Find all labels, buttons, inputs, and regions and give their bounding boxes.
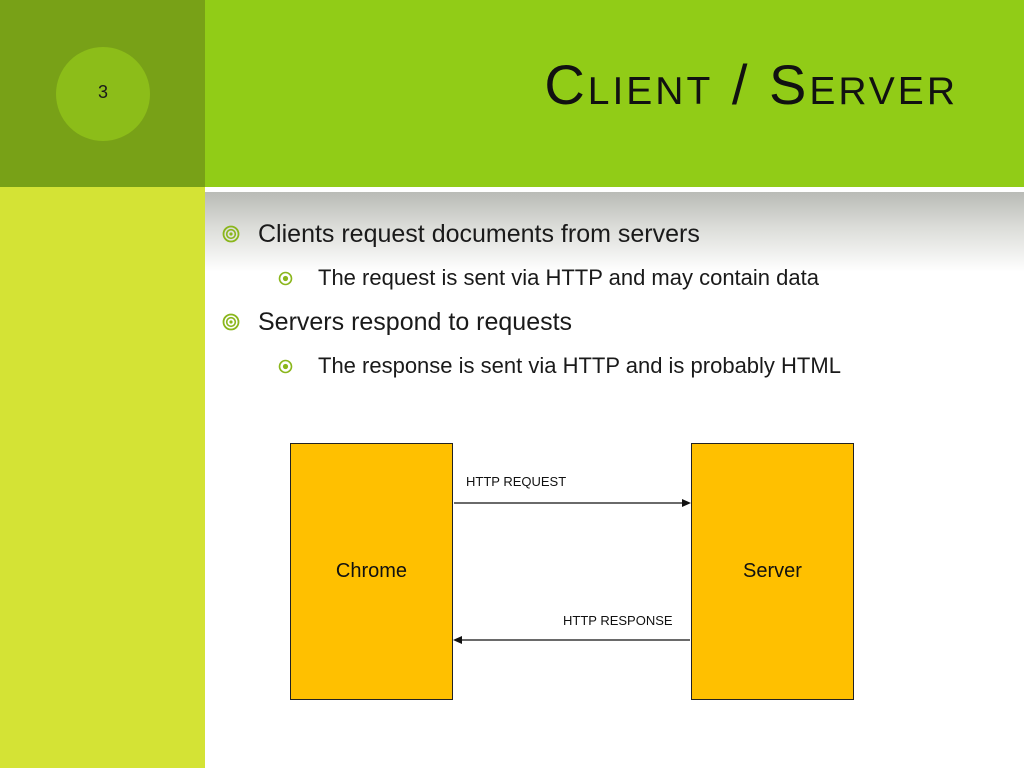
client-label: Chrome — [335, 560, 408, 582]
arrow-left-icon — [453, 636, 690, 644]
dot-ring-bullet-icon — [278, 271, 293, 286]
sub-bullet-item: The response is sent via HTTP and is pro… — [222, 344, 1002, 388]
slide-number: 3 — [97, 81, 108, 102]
request-label: HTTP REQUEST — [466, 474, 567, 489]
slide-title: Client / Server — [544, 53, 958, 116]
double-ring-bullet-icon — [222, 313, 240, 331]
client-box: Chrome — [290, 443, 453, 700]
slide-number-badge: 3 — [56, 47, 150, 141]
bullet-item: Servers respond to requests — [222, 300, 1002, 344]
bullet-text: Clients request documents from servers — [258, 219, 700, 248]
bullet-text: Servers respond to requests — [258, 307, 573, 336]
sub-bullet-text: The request is sent via HTTP and may con… — [318, 265, 819, 290]
bullet-list: Clients request documents from servers T… — [222, 212, 1002, 388]
title-divider — [205, 187, 1024, 192]
bullet-item: Clients request documents from servers — [222, 212, 1002, 256]
double-ring-bullet-icon — [222, 225, 240, 243]
title-band — [205, 0, 1024, 187]
server-box: Server — [691, 443, 854, 700]
sub-bullet-text: The response is sent via HTTP and is pro… — [318, 353, 841, 378]
dot-ring-bullet-icon — [278, 359, 293, 374]
response-label: HTTP RESPONSE — [563, 613, 673, 628]
title-shadow-gradient — [205, 192, 1024, 272]
left-side-panel — [0, 187, 205, 768]
server-label: Server — [743, 560, 802, 582]
arrow-right-icon — [454, 499, 691, 507]
sub-bullet-item: The request is sent via HTTP and may con… — [222, 256, 1002, 300]
